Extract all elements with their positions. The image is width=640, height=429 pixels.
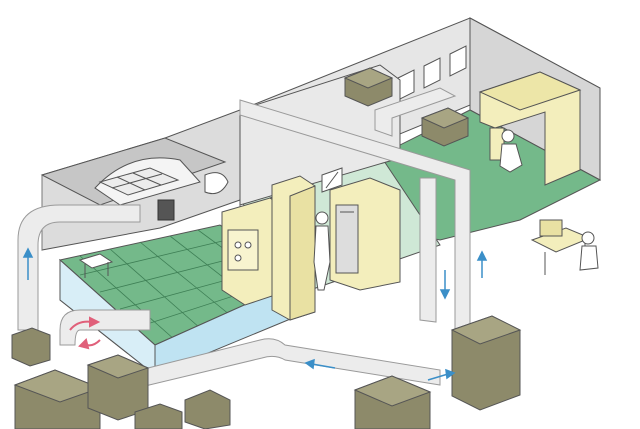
process-cabinet-tall (271, 175, 316, 321)
control-desk-outside (530, 219, 599, 275)
left-arrow-icon (304, 358, 336, 370)
wall-opening (204, 172, 229, 195)
operator-center (313, 211, 331, 291)
ahu-top-1 (343, 67, 394, 107)
ahu-bottom-center (353, 375, 432, 429)
return-air-arrow-icon (69, 316, 101, 350)
ahu-left-2 (13, 369, 102, 429)
small-table-left (78, 253, 114, 278)
wall-pictures (397, 45, 467, 101)
ahu-left-1 (11, 327, 51, 367)
return-duct-floor (59, 309, 441, 387)
pass-through-cabinet (329, 177, 401, 291)
ahu-top-2 (420, 107, 470, 147)
operator-right (499, 129, 523, 173)
ahu-bottom-mid (184, 389, 231, 429)
up-arrow-icon (476, 250, 488, 278)
wall-control-panel (157, 199, 175, 221)
ahu-bottom-small (134, 403, 183, 429)
up-arrow-icon (22, 247, 34, 280)
right-room-workbench (478, 71, 582, 186)
hepa-filter-grid (98, 167, 180, 196)
down-arrow-icon (439, 270, 451, 300)
ahu-right-tall (450, 315, 522, 411)
center-window (321, 167, 343, 193)
supply-duct-left (17, 204, 141, 331)
right-arrow-icon (427, 368, 456, 381)
